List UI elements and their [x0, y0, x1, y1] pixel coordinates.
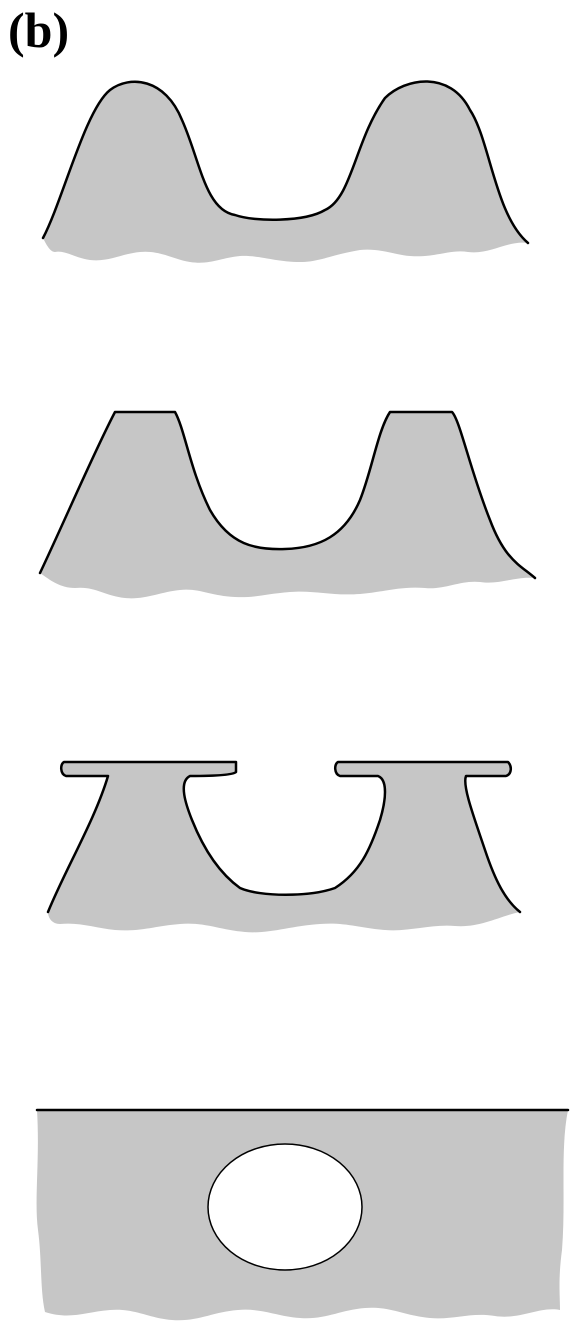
- stage-1-profile: [43, 81, 528, 262]
- stage-2-body: [40, 412, 535, 598]
- stage-1-body: [43, 81, 528, 262]
- stage-3-body: [48, 762, 520, 932]
- stage-4-profile: [37, 1110, 568, 1320]
- stage-2-profile: [40, 412, 535, 598]
- stage-4-void: [208, 1144, 362, 1270]
- stage-3-profile: [48, 762, 520, 932]
